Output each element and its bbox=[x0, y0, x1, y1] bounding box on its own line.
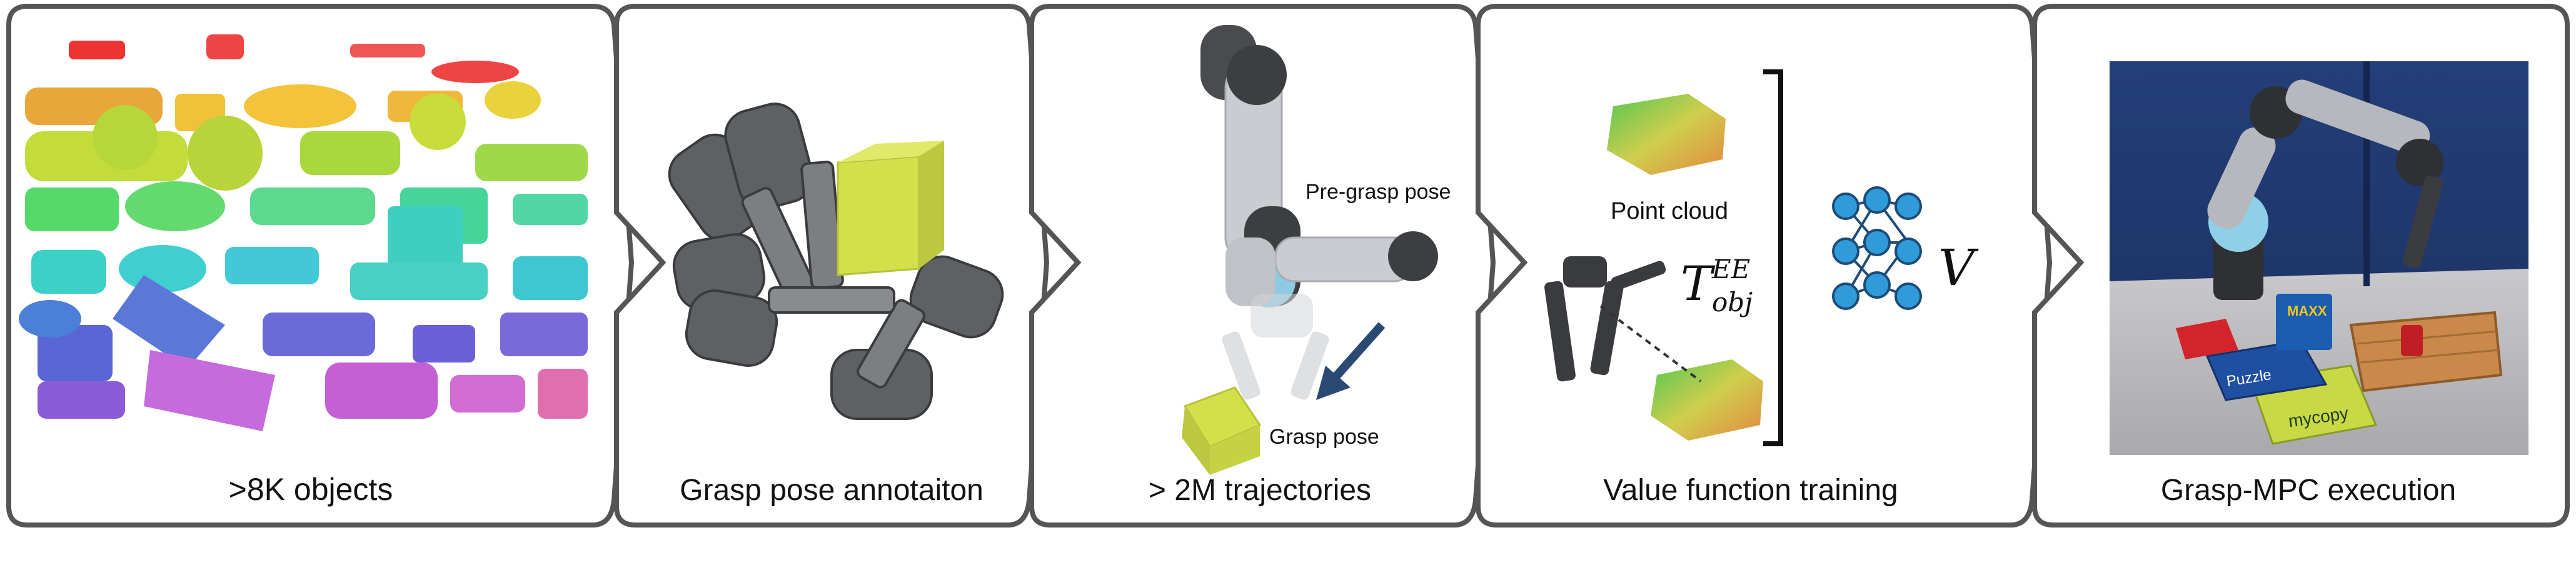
annotation-point-cloud: Point cloud bbox=[1611, 198, 1728, 224]
product-label-maxx: MAXX bbox=[2287, 303, 2327, 319]
gripper-cluster bbox=[668, 102, 1004, 420]
value-symbol: V bbox=[1938, 239, 1979, 297]
neural-network-icon bbox=[1832, 186, 1922, 310]
input-bracket bbox=[1763, 69, 1783, 446]
basket bbox=[2349, 311, 2503, 392]
transform-symbol: T bbox=[1681, 256, 1716, 311]
annotation-pre-grasp: Pre-grasp pose bbox=[1306, 180, 1451, 204]
transform-superscript: EE bbox=[1711, 254, 1750, 284]
ghost-gripper bbox=[1222, 294, 1329, 400]
trajectory-illustration bbox=[1182, 25, 1438, 475]
target-cube bbox=[837, 141, 944, 276]
target-cube-small bbox=[1182, 386, 1262, 475]
robot-arm bbox=[1200, 25, 1438, 308]
gripper-model bbox=[1544, 256, 1666, 382]
panel-label-objects: >8K objects bbox=[229, 472, 393, 507]
panel-label-exec: Grasp-MPC execution bbox=[2161, 474, 2456, 507]
panel-label-grasp: Grasp pose annotaiton bbox=[680, 474, 984, 507]
annotation-grasp: Grasp pose bbox=[1269, 425, 1379, 449]
real-robot-arm bbox=[2207, 79, 2443, 300]
approach-arrow bbox=[1328, 322, 1386, 384]
transform-subscript: obj bbox=[1712, 287, 1753, 318]
approach-arrowhead bbox=[1316, 366, 1351, 400]
execution-photo bbox=[2110, 61, 2528, 455]
panel-label-traj: > 2M trajectories bbox=[1149, 474, 1371, 507]
panel-label-value: Value function training bbox=[1603, 474, 1898, 507]
object-collection-illustration bbox=[19, 34, 588, 431]
grasp-pose-illustration bbox=[668, 102, 1004, 420]
product-boxes bbox=[2176, 294, 2423, 445]
point-cloud-bottom bbox=[1651, 359, 1763, 441]
point-cloud-top bbox=[1607, 94, 1726, 175]
gripper-to-cloud-link bbox=[1599, 305, 1702, 382]
value-function-illustration bbox=[1544, 69, 1922, 446]
